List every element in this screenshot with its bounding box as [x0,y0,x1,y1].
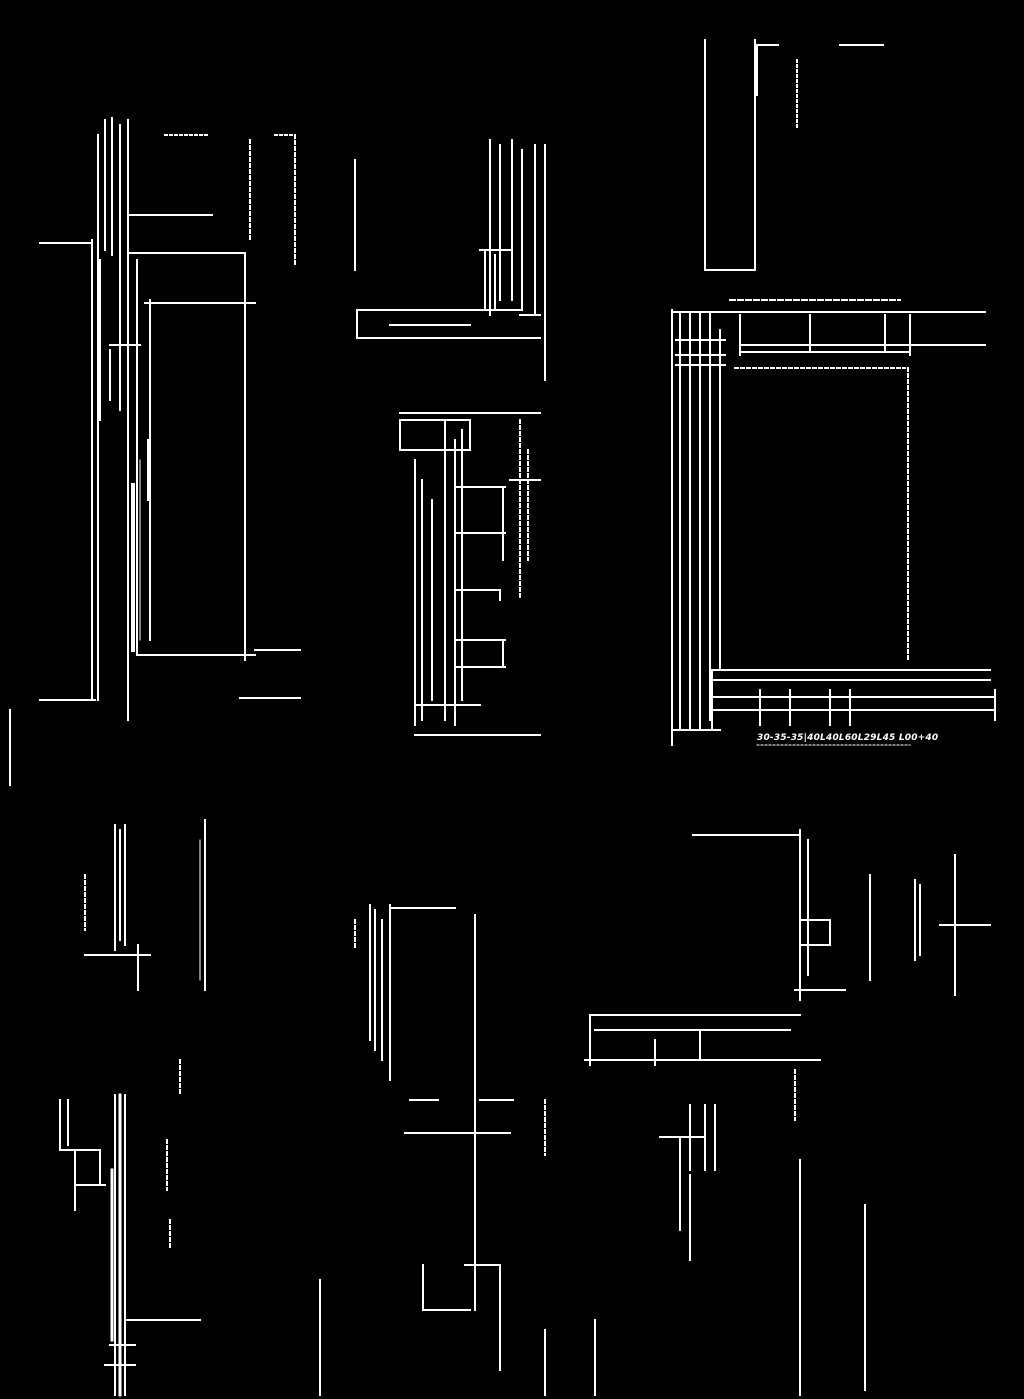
detail-top-right-frame-section [671,39,996,746]
detail-top-left-section [39,117,301,721]
detail-bottom-left-section [9,709,321,1397]
detail-top-middle-section [354,139,546,381]
detail-bottom-middle-section [354,904,546,1396]
detail-bottom-right-section [584,829,991,1396]
detail-middle-shelving-section [399,412,541,736]
scale-bar-label: 30-35-35|40L40L60L29L45 L00+40 [757,733,938,743]
